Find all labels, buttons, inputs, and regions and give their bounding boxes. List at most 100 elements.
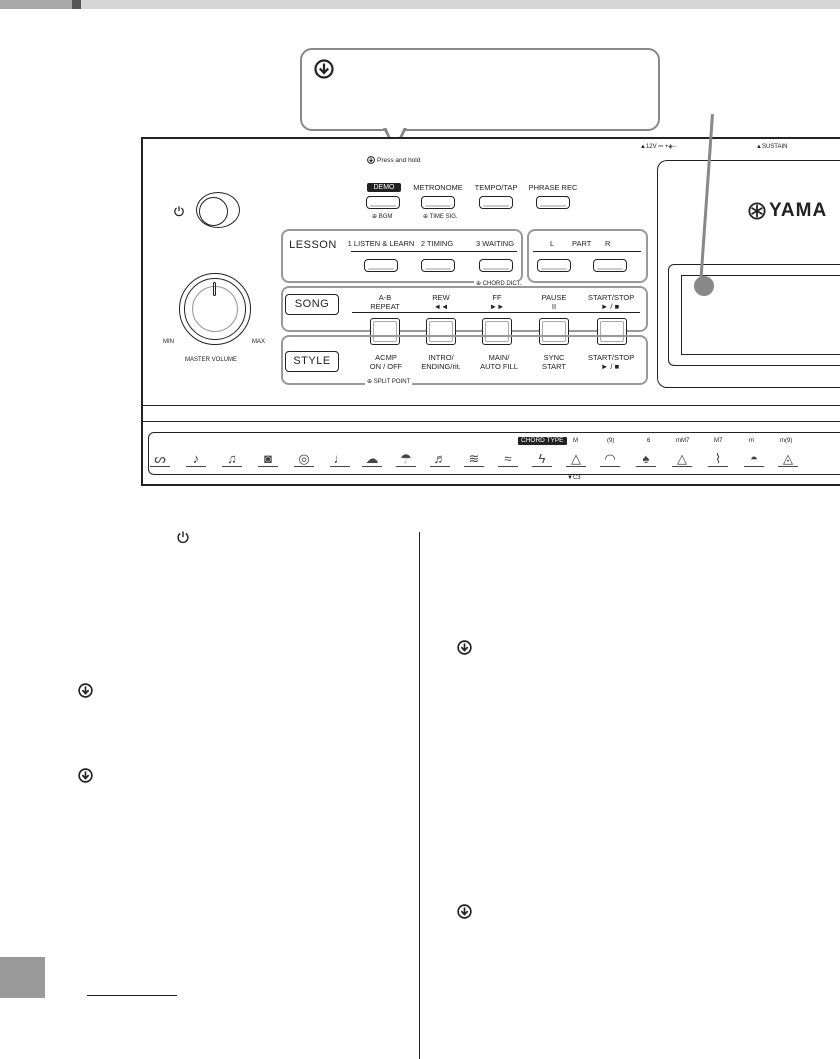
volume-min-label: MIN: [163, 339, 174, 345]
strip-icon-14[interactable]: ◠: [600, 452, 620, 467]
strip-icon-18[interactable]: ◓: [744, 452, 764, 467]
ff-label: FF►►: [489, 293, 505, 311]
sustain-label: ▲SUSTAIN: [756, 144, 788, 150]
strip-icon-8[interactable]: ☂: [396, 452, 416, 467]
chord-m9-label: m(9): [780, 438, 793, 444]
brand-text: YAMA: [769, 200, 828, 221]
strip-icon-3[interactable]: ♫: [222, 452, 242, 467]
ab-repeat-button[interactable]: [370, 318, 400, 345]
keyboard-panel: [141, 137, 840, 486]
strip-icon-5[interactable]: ◎: [294, 452, 314, 467]
power-switch-bezel: [196, 192, 240, 228]
strip-icon-9[interactable]: ♬: [430, 452, 450, 467]
strip-icon-16[interactable]: △: [672, 452, 692, 467]
header-bar-segment: [0, 0, 72, 9]
lcd-screen: [681, 275, 840, 355]
press-hold-icon-right-1: [457, 640, 472, 655]
part-group: [527, 229, 648, 283]
tempo-tap-label: TEMPO/TAP: [474, 183, 518, 192]
part-l-button[interactable]: [537, 259, 571, 272]
strip-icon-19[interactable]: ◬: [778, 452, 798, 467]
strip-icon-12[interactable]: ϟ: [532, 452, 552, 467]
chord-6-label: 6: [647, 438, 651, 444]
chord-mm7-label: mM7: [676, 438, 690, 444]
chord-m-label: M: [573, 438, 578, 444]
chord-dict-sublabel: ⊕ CHORD DICT.: [474, 280, 524, 289]
bgm-sublabel: ⊕ BGM: [372, 214, 393, 220]
demo-label: DEMO: [367, 183, 401, 192]
lesson-3-label: 3 WAITING: [475, 239, 515, 248]
lesson-tag: LESSON: [284, 236, 342, 257]
c3-marker-label: ▼C3: [567, 475, 581, 481]
lesson-1-label: 1 LISTEN & LEARN: [347, 239, 415, 248]
callout-bubble: [300, 48, 660, 131]
yamaha-logo-icon: [748, 202, 766, 220]
lesson-2-label: 2 TIMING: [420, 239, 454, 248]
power-switch[interactable]: [199, 197, 228, 226]
voice-icon-strip: [148, 432, 840, 475]
style-tag: STYLE: [285, 351, 339, 372]
strip-icon-11[interactable]: ≈: [498, 452, 518, 467]
panel-divider-1: [141, 405, 840, 406]
style-start-stop-label: START/STOP► / ■: [588, 353, 635, 371]
timing-button[interactable]: [421, 259, 455, 272]
brand-logo: YAMA: [748, 199, 840, 223]
power-icon: [174, 206, 184, 217]
listen-learn-button[interactable]: [364, 259, 398, 272]
volume-max-label: MAX: [252, 339, 266, 345]
strip-icon-15[interactable]: ♠: [636, 452, 656, 467]
strip-icon-1[interactable]: ᔕ: [150, 452, 170, 467]
display-frame: [657, 160, 840, 388]
dc-in-label: ▲12V ⎓ +◈−: [640, 144, 677, 150]
footnote-rule: [87, 995, 177, 996]
song-divider: [352, 312, 640, 313]
part-divider: [533, 251, 641, 252]
main-auto-fill-label: MAIN/AUTO FILL: [480, 353, 518, 371]
part-label: PART: [572, 239, 592, 248]
strip-icon-7[interactable]: ☁: [362, 452, 382, 467]
tempo-tap-button[interactable]: [479, 196, 513, 209]
panel-divider-2: [141, 421, 840, 422]
time-sig-sublabel: ⊕ TIME SIG.: [423, 214, 458, 220]
style-group: [281, 335, 648, 385]
metronome-button[interactable]: [421, 196, 455, 209]
part-l-label: L: [550, 239, 555, 248]
metronome-label: METRONOME: [413, 183, 463, 192]
strip-icon-10[interactable]: ≋: [464, 452, 484, 467]
callout-pointer-dot: [694, 276, 714, 296]
press-hold-icon-right-2: [457, 904, 472, 919]
song-start-stop-button[interactable]: [597, 318, 627, 345]
strip-icon-13[interactable]: △: [566, 452, 586, 467]
intro-ending-label: INTRO/ENDING/rit.: [421, 353, 461, 371]
waiting-button[interactable]: [479, 259, 513, 272]
lesson-divider: [351, 251, 517, 252]
ff-button[interactable]: [482, 318, 512, 345]
strip-icon-17[interactable]: ⌇: [708, 452, 728, 467]
strip-icon-2[interactable]: ♪: [186, 452, 206, 467]
strip-icon-4[interactable]: ◙: [258, 452, 278, 467]
chord-type-tag: CHORD TYPE: [518, 437, 567, 445]
lesson-group: [281, 229, 523, 283]
header-bar-marker: [72, 0, 81, 9]
header-bar: [81, 0, 840, 9]
volume-knob-ring: [179, 273, 251, 345]
press-hold-icon-left-1: [78, 683, 93, 698]
part-r-button[interactable]: [593, 259, 627, 272]
power-standby-icon: [177, 531, 189, 544]
phrase-rec-button[interactable]: [536, 196, 570, 209]
rew-label: REW◄◄: [432, 293, 450, 311]
column-divider: [419, 532, 420, 1059]
chord-minor-label: m: [749, 438, 754, 444]
demo-button[interactable]: [366, 196, 400, 209]
chord-m7-label: M7: [714, 438, 723, 444]
strip-icon-6[interactable]: ♩: [330, 452, 350, 467]
press-hold-small-icon: [367, 156, 375, 164]
section-tab: [0, 957, 45, 998]
rew-button[interactable]: [426, 318, 456, 345]
song-group: [281, 286, 648, 332]
lcd-bezel: [668, 264, 840, 366]
pause-button[interactable]: [539, 318, 569, 345]
